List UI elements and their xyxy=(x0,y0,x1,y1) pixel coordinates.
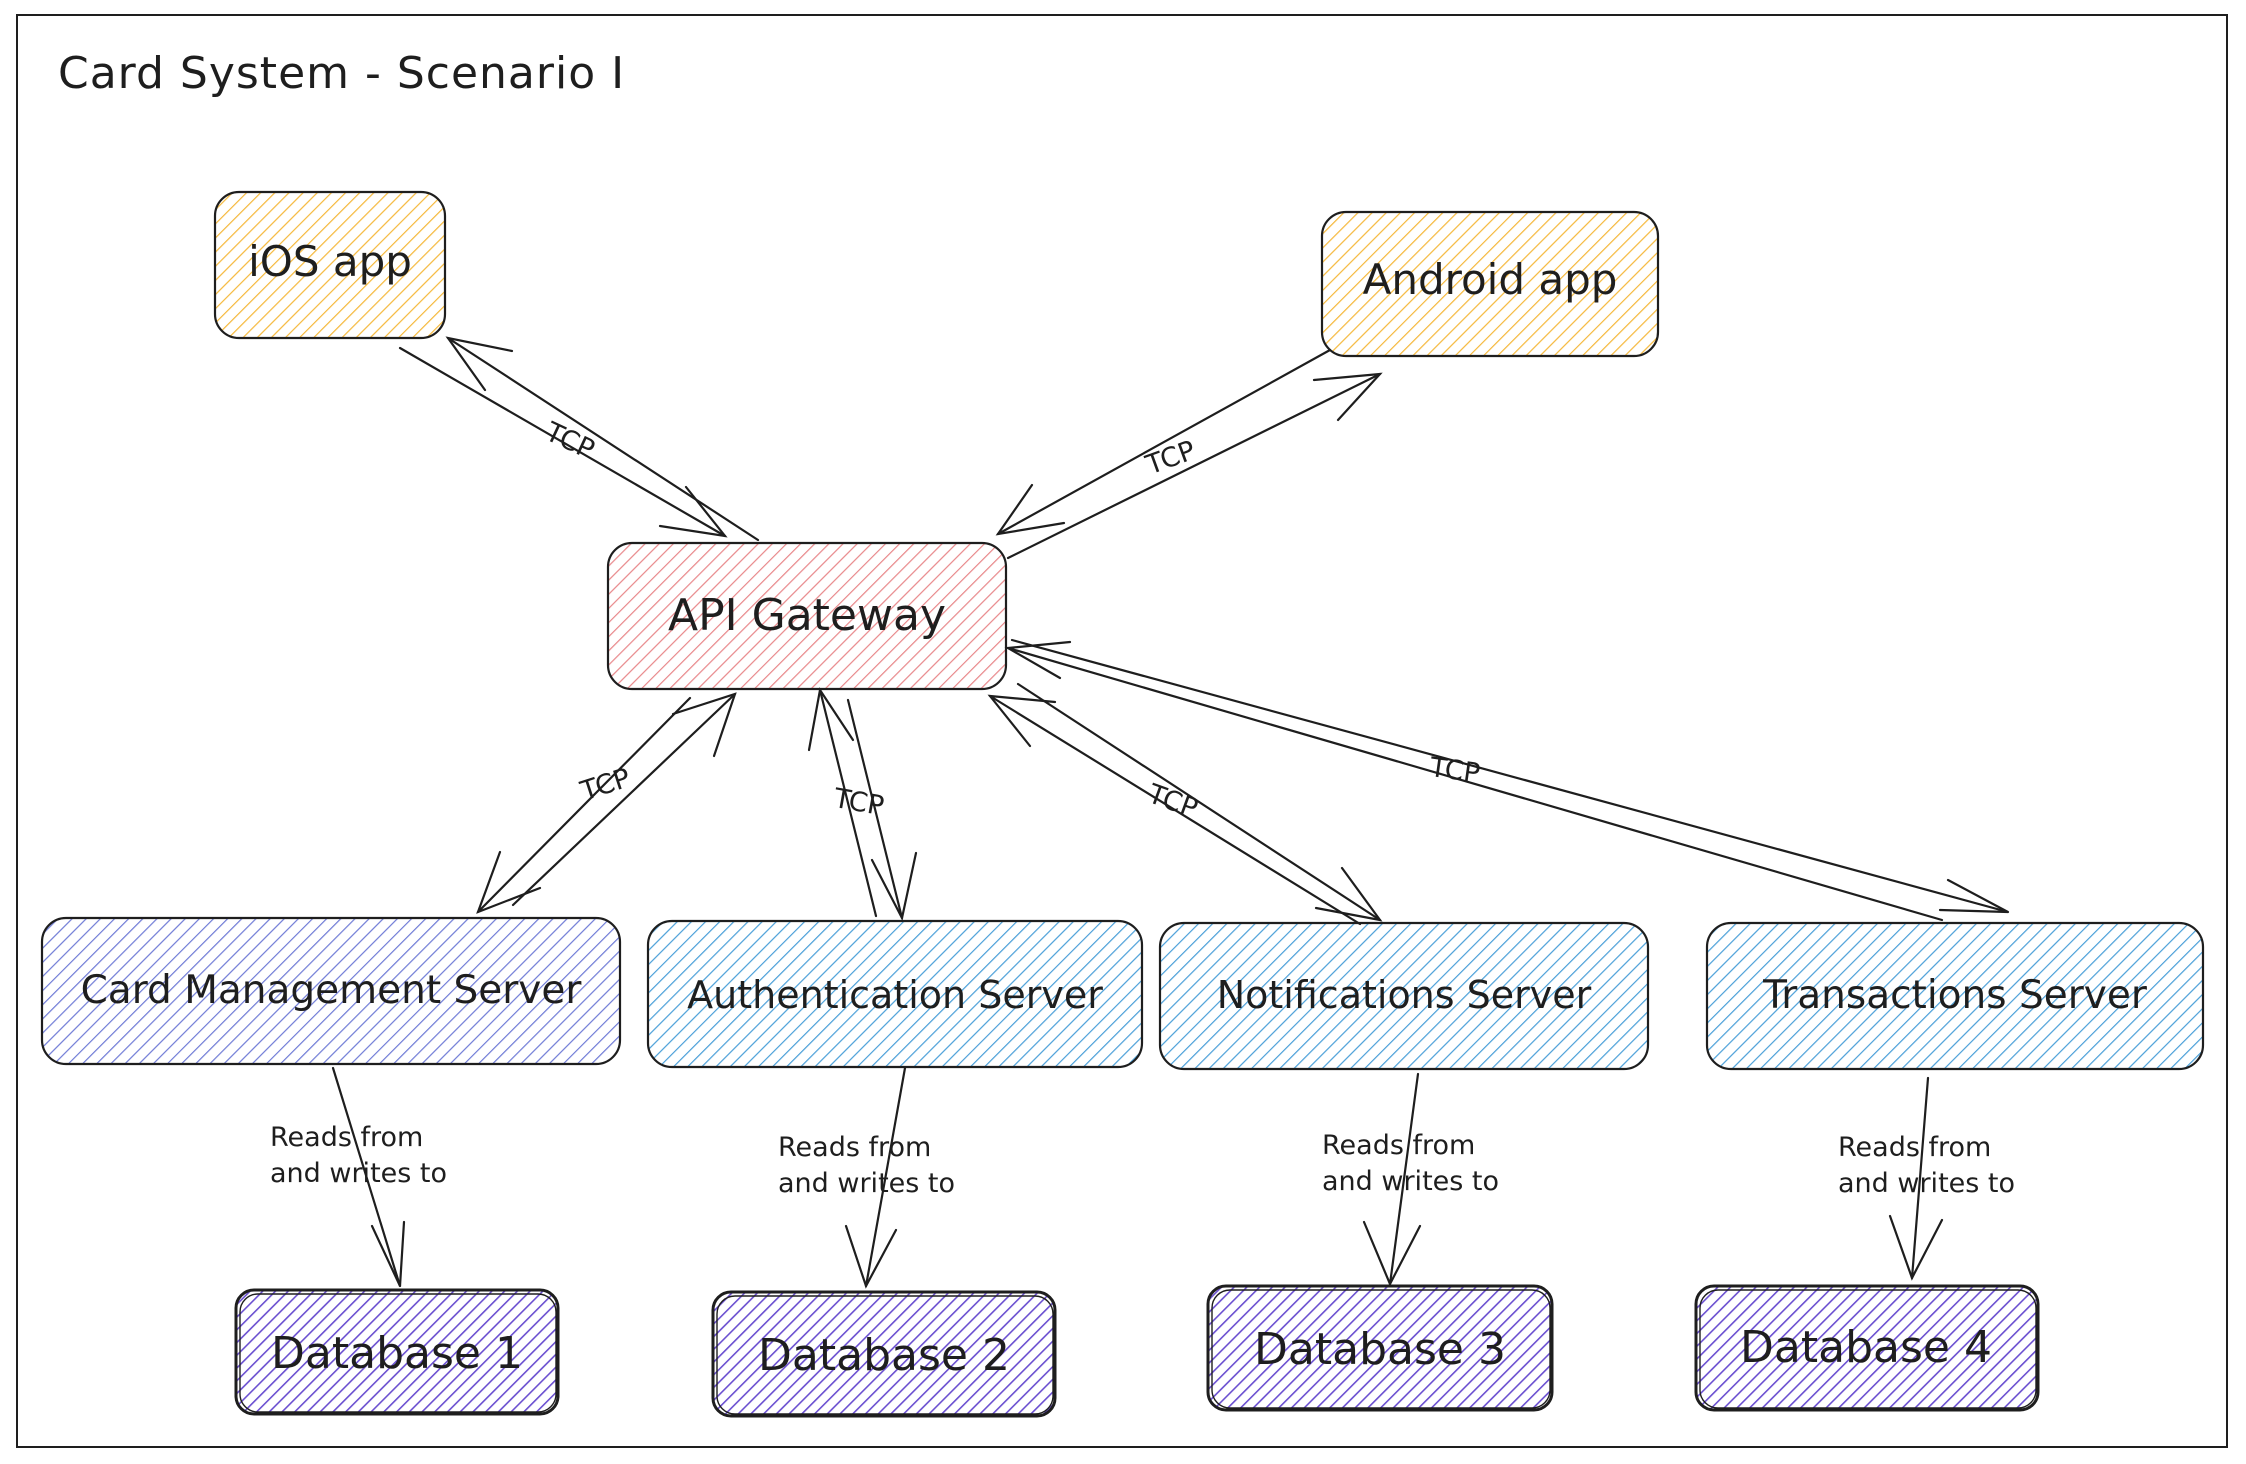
node-notifications-server-label: Notifications Server xyxy=(1217,973,1592,1017)
node-transactions-server-label: Transactions Server xyxy=(1762,973,2148,1018)
edge-label-tcp: TCP xyxy=(1141,435,1200,482)
node-database-4-label: Database 4 xyxy=(1740,1322,1992,1373)
edge-card-db1: Reads from and writes to xyxy=(270,1066,447,1288)
edge-label-tcp: TCP xyxy=(576,762,634,807)
node-android-app[interactable]: Android app xyxy=(1320,210,1660,358)
edge-trans-db4: Reads from and writes to xyxy=(1838,1076,2015,1281)
edge-label-reads: Reads from xyxy=(1838,1132,1991,1163)
node-notifications-server[interactable]: Notifications Server xyxy=(1158,921,1650,1071)
nodes: iOS app Android app API Gateway Card Man… xyxy=(40,190,2205,1418)
edge-label-reads: Reads from xyxy=(778,1132,931,1163)
edge-gateway-auth: TCP xyxy=(807,687,918,922)
edge-label-reads: Reads from xyxy=(270,1122,423,1153)
node-database-2[interactable]: Database 2 xyxy=(711,1290,1057,1418)
node-authentication-server[interactable]: Authentication Server xyxy=(646,919,1144,1069)
node-api-gateway-label: API Gateway xyxy=(668,590,946,641)
edge-label-tcp: TCP xyxy=(1427,752,1482,790)
node-card-management-server-label: Card Management Server xyxy=(81,968,583,1013)
edge-gateway-trans: TCP xyxy=(1004,638,2010,922)
node-transactions-server[interactable]: Transactions Server xyxy=(1705,921,2205,1071)
edge-gateway-notif: TCP xyxy=(987,682,1383,926)
node-database-1-label: Database 1 xyxy=(271,1328,523,1379)
edge-label-tcp: TCP xyxy=(831,783,887,822)
diagram-frame xyxy=(16,14,2228,1448)
edge-auth-db2: Reads from and writes to xyxy=(778,1066,955,1289)
node-database-4[interactable]: Database 4 xyxy=(1694,1284,2040,1412)
edge-label-writes: and writes to xyxy=(270,1158,447,1189)
node-database-2-label: Database 2 xyxy=(758,1330,1010,1381)
diagram-title: Card System - Scenario I xyxy=(58,48,626,99)
node-ios-app-label: iOS app xyxy=(248,237,412,286)
node-database-3-label: Database 3 xyxy=(1254,1324,1506,1375)
edge-label-reads: Reads from xyxy=(1322,1130,1475,1161)
node-authentication-server-label: Authentication Server xyxy=(687,973,1103,1017)
node-ios-app[interactable]: iOS app xyxy=(213,190,447,340)
edge-label-writes: and writes to xyxy=(1838,1168,2015,1199)
edge-gateway-card: TCP xyxy=(476,692,737,914)
edge-label-writes: and writes to xyxy=(778,1168,955,1199)
node-database-1[interactable]: Database 1 xyxy=(234,1288,560,1416)
edge-android-gateway: TCP xyxy=(995,348,1383,560)
node-database-3[interactable]: Database 3 xyxy=(1206,1284,1554,1412)
node-card-management-server[interactable]: Card Management Server xyxy=(40,916,622,1066)
edge-ios-gateway: TCP xyxy=(398,336,760,542)
edge-label-tcp: TCP xyxy=(1143,778,1202,825)
edge-notif-db3: Reads from and writes to xyxy=(1322,1072,1499,1287)
edge-label-writes: and writes to xyxy=(1322,1166,1499,1197)
node-android-app-label: Android app xyxy=(1363,255,1618,304)
edges: TCP TCP TCP TCP xyxy=(270,336,2015,1289)
node-api-gateway[interactable]: API Gateway xyxy=(606,541,1008,691)
